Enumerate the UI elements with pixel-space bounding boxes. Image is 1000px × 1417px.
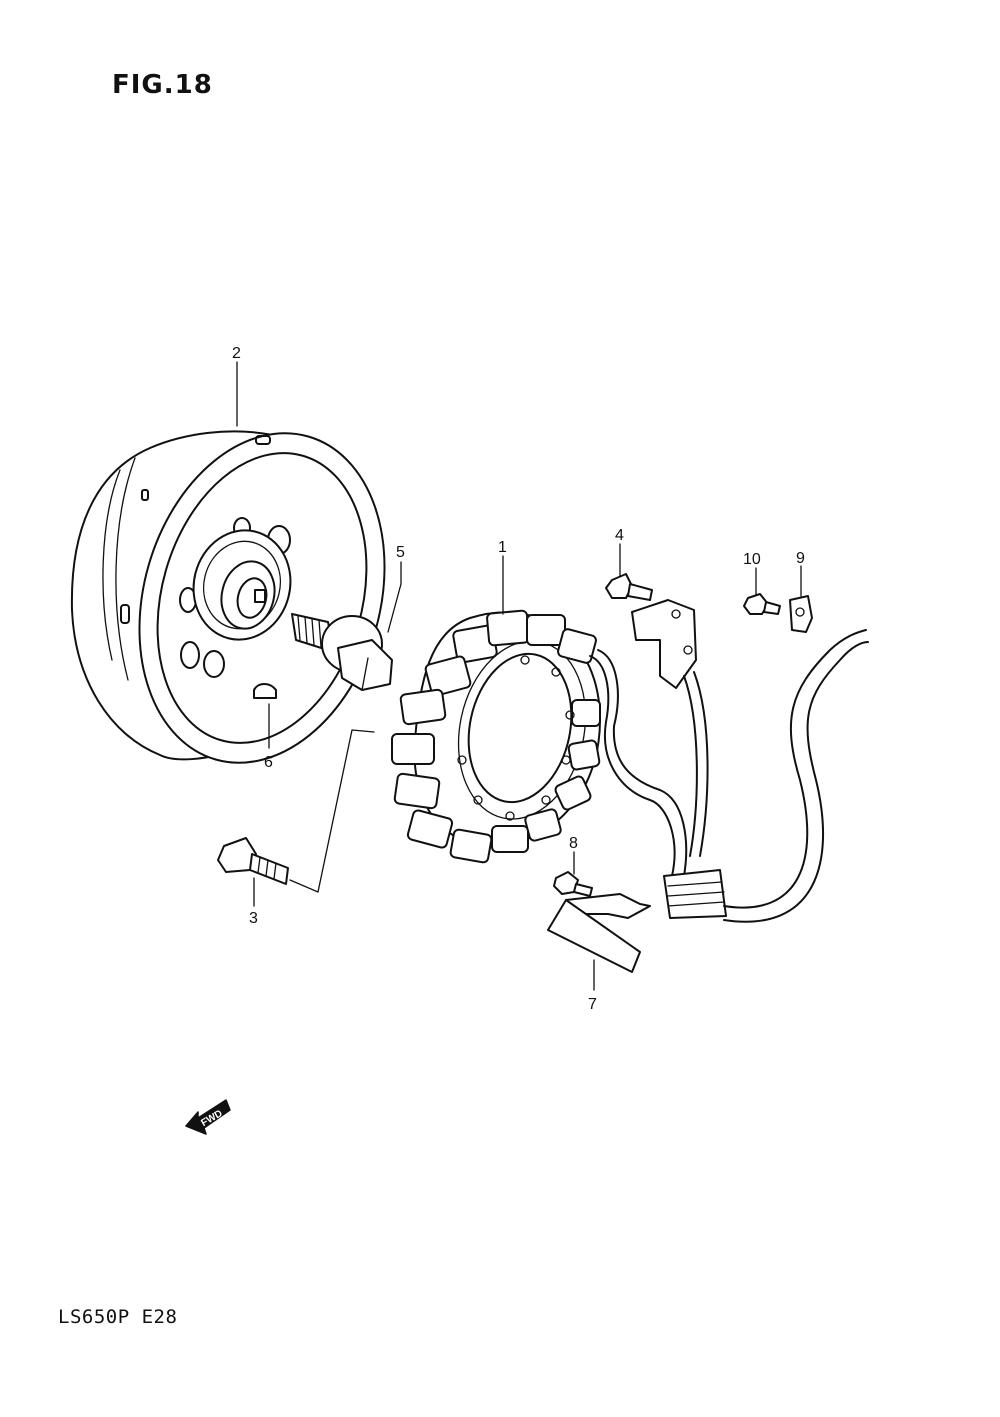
callout-2: 2 [232,345,241,362]
callout-1: 1 [498,539,507,556]
model-code: LS650P E28 [58,1306,178,1328]
callout-10: 10 [743,551,761,568]
fwd-arrow-icon: FWD [185,1099,231,1135]
callout-3: 3 [249,910,258,927]
callout-8: 8 [569,835,578,852]
clamp-7-drawing [547,871,651,973]
stator-drawing [391,609,619,864]
callout-5: 5 [396,544,405,561]
callout-9: 9 [796,550,805,567]
callout-4: 4 [615,527,624,544]
rotor-bolt-drawing [291,613,393,691]
leader-lines [236,361,802,991]
pickup-coil-drawing [605,573,709,857]
rotor-drawing [70,430,386,764]
callout-6: 6 [264,754,273,771]
fwd-label: FWD [199,1108,224,1129]
wire-harness-drawing [603,629,869,923]
stator-bolt-drawing [217,729,375,893]
clamp-and-screw-drawing [743,593,813,633]
woodruff-key-drawing [253,683,277,699]
callout-7: 7 [588,996,597,1013]
figure-title: FIG.18 [112,70,213,100]
